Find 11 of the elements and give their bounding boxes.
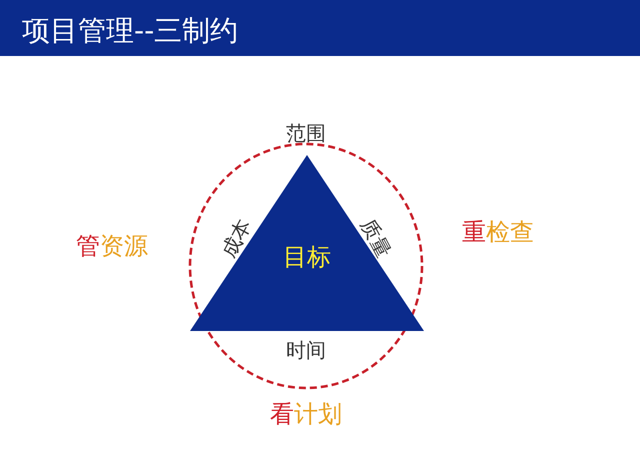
dashed-circle [188, 142, 424, 390]
side-label: 时间 [286, 340, 326, 360]
side-label: 质量 [358, 216, 394, 260]
title: 项目管理--三制约 [22, 13, 238, 49]
side-label: 范围 [286, 123, 326, 143]
slogan-text: 看计划 [270, 402, 342, 426]
slogan-text: 重检查 [462, 220, 534, 244]
slogan-text: 管资源 [76, 234, 148, 258]
triangle [190, 155, 424, 331]
goal-text: 目标 [283, 242, 331, 274]
side-label: 成本 [218, 216, 254, 260]
